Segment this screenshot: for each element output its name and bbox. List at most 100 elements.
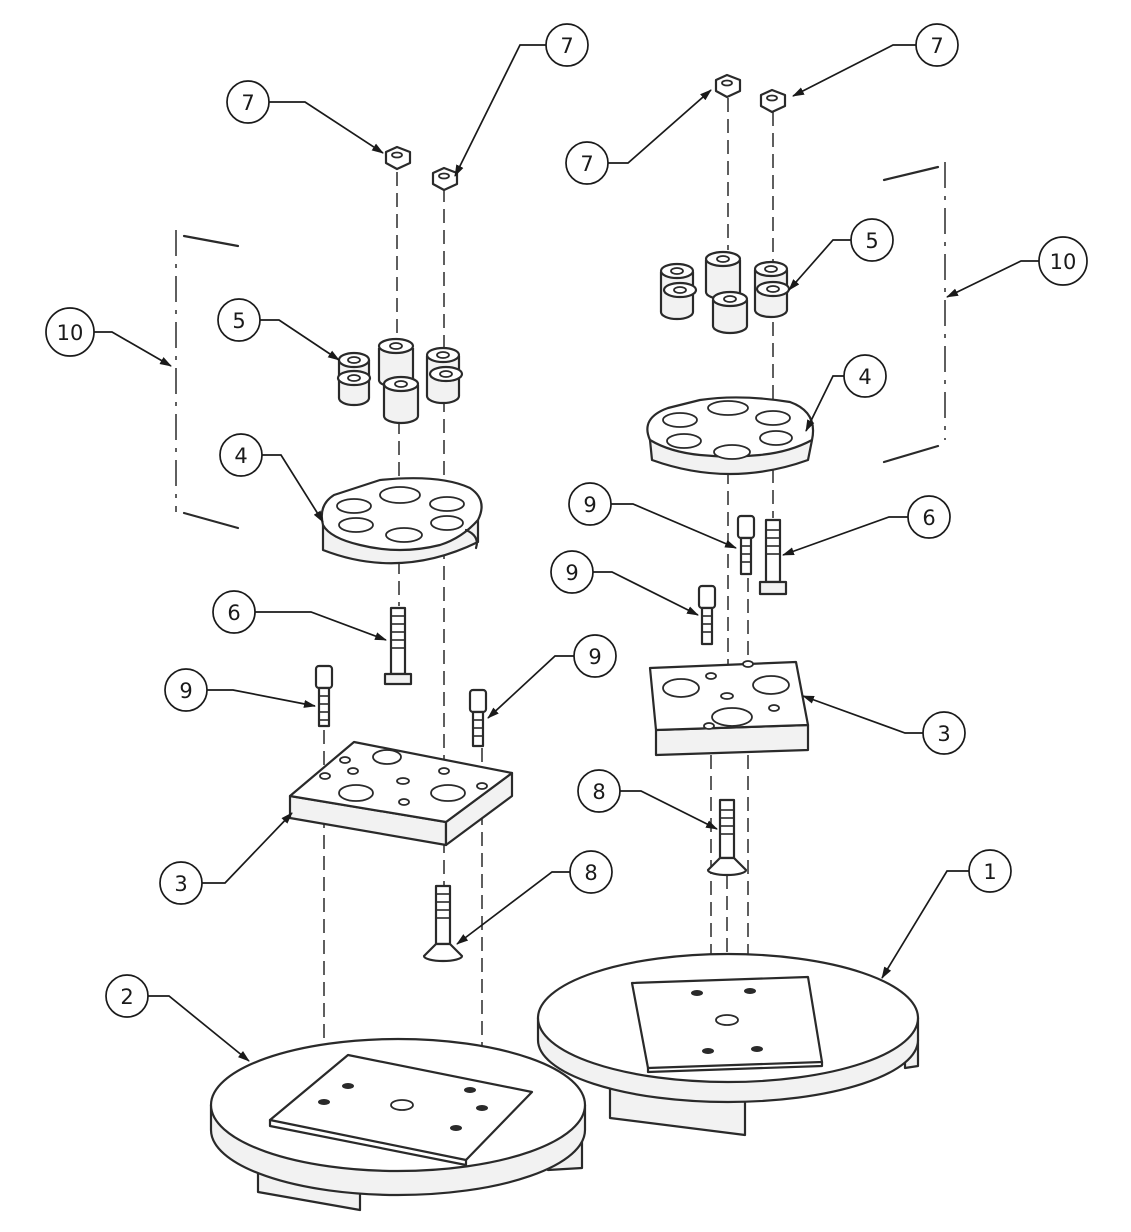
- callout-number: 3: [937, 722, 950, 746]
- callout-number: 10: [1050, 250, 1077, 274]
- callout-left-hub: 4: [219, 433, 324, 523]
- callout-left-screw-a: 9: [164, 668, 316, 712]
- leader-arrow: [802, 695, 924, 734]
- callout-bubble: [226, 80, 270, 124]
- leader-arrow: [147, 995, 250, 1062]
- callout-number: 9: [179, 679, 192, 703]
- leader-arrow: [456, 871, 571, 945]
- left-hub-part-4: [320, 477, 483, 565]
- callout-number: 6: [227, 601, 240, 625]
- callout-number: 4: [858, 365, 871, 389]
- callout-bubble: [159, 861, 203, 905]
- callout-bubble: [1038, 236, 1088, 286]
- leader-arrow: [619, 790, 718, 830]
- callout-left-bracket: 10: [45, 307, 172, 367]
- callout-bubble: [164, 668, 208, 712]
- callout-bubble: [45, 307, 95, 357]
- leader-arrow: [607, 89, 712, 164]
- callout-right-screw-b: 9: [550, 550, 699, 616]
- leader-arrow: [94, 331, 172, 367]
- callout-number: 8: [592, 780, 605, 804]
- callout-bubble: [217, 298, 261, 342]
- left-base-part-2: [209, 1037, 587, 1212]
- leader-arrow: [268, 101, 384, 154]
- right-upper-fasteners: [736, 514, 788, 596]
- left-plate-part-3: [288, 740, 514, 847]
- callout-left-nut-1: 7: [226, 80, 384, 154]
- callout-left-screw-b: 9: [487, 634, 617, 719]
- callout-bubble: [968, 849, 1012, 893]
- leader-arrow: [206, 689, 316, 708]
- leader-arrow: [805, 375, 845, 432]
- callout-right-hub: 4: [805, 354, 887, 432]
- callout-number: 5: [865, 229, 878, 253]
- leader-arrow: [610, 503, 737, 549]
- right-hub-part-4: [646, 396, 815, 476]
- left-bolt-part-6: [383, 606, 413, 686]
- callout-bubble: [843, 354, 887, 398]
- leader-arrow: [487, 655, 575, 719]
- callout-bubble: [922, 711, 966, 755]
- leader-arrow: [592, 571, 699, 616]
- leader-arrow: [792, 44, 917, 97]
- callout-right-bolt: 6: [782, 495, 951, 556]
- callout-number: 4: [234, 444, 247, 468]
- callout-number: 8: [584, 861, 597, 885]
- callout-bubble: [550, 550, 594, 594]
- callout-left-countersunk: 8: [456, 850, 613, 945]
- callout-bubble: [212, 590, 256, 634]
- callout-bubble: [565, 141, 609, 185]
- callout-number: 7: [930, 34, 943, 58]
- leader-arrow: [946, 260, 1039, 298]
- callout-right-screw-a: 9: [568, 482, 737, 549]
- callout-bubble: [573, 634, 617, 678]
- callout-number: 2: [120, 985, 133, 1009]
- leader-arrow: [254, 611, 387, 641]
- leader-arrow: [454, 44, 547, 177]
- callouts-layer: 7 7 10 5 4 6 9 9 3 8 2 7 7 5 10 4 9 6 9 3 8 1: [45, 23, 1088, 1062]
- callout-bubble: [105, 974, 149, 1018]
- callout-number: 6: [922, 506, 935, 530]
- left-screws-part-9: [314, 664, 488, 748]
- callout-right-nut-2: 7: [792, 23, 959, 97]
- leader-arrow: [259, 319, 340, 361]
- callout-bubble: [568, 482, 612, 526]
- right-plate-part-3: [648, 660, 810, 757]
- right-rollers-part-5: [659, 250, 791, 335]
- callout-bubble: [915, 23, 959, 67]
- callout-bubble: [577, 769, 621, 813]
- leader-arrow: [881, 870, 970, 979]
- callout-right-countersunk: 8: [577, 769, 718, 830]
- callout-left-plate: 3: [159, 812, 293, 905]
- callout-number: 5: [232, 309, 245, 333]
- callout-number: 7: [580, 152, 593, 176]
- callout-number: 9: [588, 645, 601, 669]
- callout-left-base: 2: [105, 974, 250, 1062]
- right-bracket-part-10: [882, 162, 946, 464]
- callout-bubble: [545, 23, 589, 67]
- callout-number: 1: [983, 860, 996, 884]
- left-bracket-part-10: [175, 230, 240, 530]
- leader-arrow: [788, 239, 852, 291]
- callout-left-bolt: 6: [212, 590, 387, 641]
- callout-right-rollers: 5: [788, 218, 894, 291]
- leader-arrow: [261, 454, 324, 523]
- leader-arrow: [201, 812, 293, 884]
- callout-number: 9: [583, 493, 596, 517]
- right-nuts-part-7: [714, 73, 787, 114]
- callout-number: 7: [560, 34, 573, 58]
- right-base-part-1: [536, 952, 920, 1137]
- right-lower-screw-part-9: [697, 584, 717, 646]
- callout-right-nut-1: 7: [565, 89, 712, 185]
- callout-number: 3: [174, 872, 187, 896]
- callout-right-bracket: 10: [946, 236, 1088, 298]
- leader-arrow: [782, 516, 909, 556]
- callout-bubble: [569, 850, 613, 894]
- left-rollers-part-5: [336, 337, 464, 425]
- left-countersunk-part-8: [422, 884, 464, 963]
- callout-number: 7: [241, 91, 254, 115]
- callout-right-plate: 3: [802, 695, 966, 755]
- callout-number: 10: [57, 321, 84, 345]
- callout-left-nut-2: 7: [454, 23, 589, 177]
